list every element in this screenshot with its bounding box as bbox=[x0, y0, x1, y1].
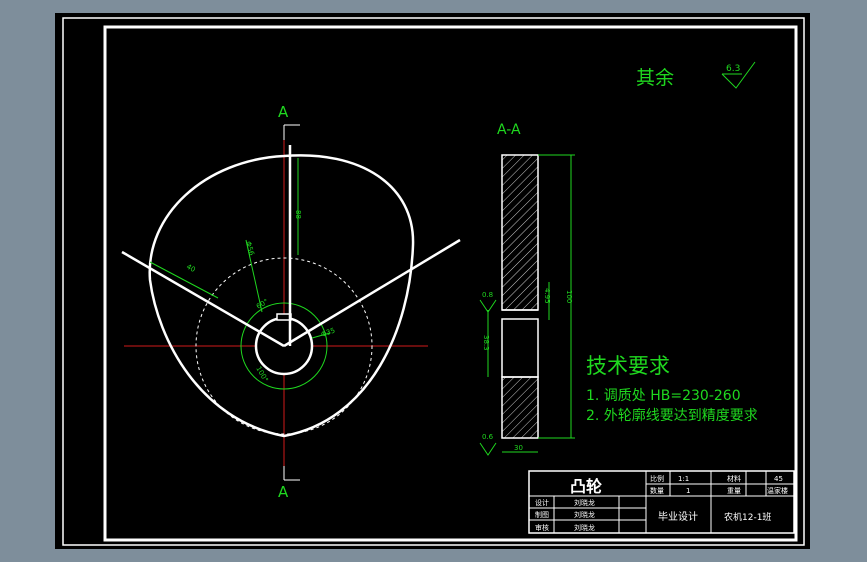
design-label: 设计 bbox=[535, 498, 549, 507]
outer-frame bbox=[62, 17, 805, 546]
section-lower-hatch bbox=[501, 376, 539, 439]
surface-finish-label: 其余 bbox=[636, 67, 674, 89]
scale-value: 1:1 bbox=[678, 475, 689, 483]
dim-phi56: Φ56 bbox=[244, 240, 256, 257]
finish-top-value: 0.8 bbox=[482, 291, 493, 299]
design-value: 刘晓龙 bbox=[574, 498, 595, 507]
review-value: 刘晓龙 bbox=[574, 523, 595, 532]
section-label-top: A bbox=[278, 103, 289, 121]
dim-circle-phi56 bbox=[240, 302, 328, 390]
dim-4-95: 4.95 bbox=[543, 288, 551, 304]
base-circle bbox=[195, 257, 373, 435]
draw-value: 刘晓龙 bbox=[574, 510, 595, 519]
part-name: 凸轮 bbox=[570, 477, 602, 496]
section-label-bottom: A bbox=[278, 483, 289, 501]
drawing-sheet bbox=[55, 13, 810, 549]
dim-30: 30 bbox=[514, 444, 523, 452]
finish-bottom-icon bbox=[479, 442, 497, 456]
weight-label: 重量 bbox=[727, 487, 741, 495]
title-block bbox=[528, 470, 795, 534]
section-title: A-A bbox=[497, 122, 521, 138]
finish-top-icon bbox=[479, 299, 497, 313]
dim-line-40 bbox=[149, 261, 219, 299]
scale-label: 比例 bbox=[650, 474, 664, 483]
dim-38-3: 38.3 bbox=[482, 335, 490, 351]
dim-line-phi56 bbox=[245, 239, 263, 313]
material-label: 材料 bbox=[727, 474, 741, 483]
inner-frame bbox=[103, 25, 798, 542]
dim-40: 40 bbox=[185, 263, 197, 274]
radial-line-right bbox=[283, 238, 461, 348]
cam-outer-profile bbox=[148, 154, 415, 438]
class-name: 农机12-1班 bbox=[724, 511, 771, 523]
finish-bottom-value: 0.6 bbox=[482, 433, 494, 441]
tech-req-item-1: 1. 调质处 HB=230-260 bbox=[586, 388, 741, 404]
weight-value: 温家楼 bbox=[767, 486, 788, 495]
project-name: 毕业设计 bbox=[658, 510, 698, 523]
roughness-symbol-icon bbox=[721, 61, 756, 89]
qty-label: 数量 bbox=[650, 486, 664, 495]
qty-value: 1 bbox=[686, 487, 690, 495]
dim-line-phi35 bbox=[311, 332, 331, 339]
tech-req-item-2: 2. 外轮廓线要达到精度要求 bbox=[586, 407, 758, 424]
radial-line-left bbox=[121, 250, 285, 348]
surface-finish-value: 6.3 bbox=[726, 64, 740, 74]
tech-req-title: 技术要求 bbox=[586, 354, 670, 378]
section-bore bbox=[501, 318, 539, 378]
dim-100: 100 bbox=[565, 290, 573, 303]
material-value: 45 bbox=[774, 475, 783, 483]
review-label: 审核 bbox=[535, 523, 549, 532]
section-upper-hatch bbox=[501, 154, 539, 311]
draw-label: 制图 bbox=[535, 510, 549, 519]
dim-88: 88 bbox=[294, 210, 302, 219]
